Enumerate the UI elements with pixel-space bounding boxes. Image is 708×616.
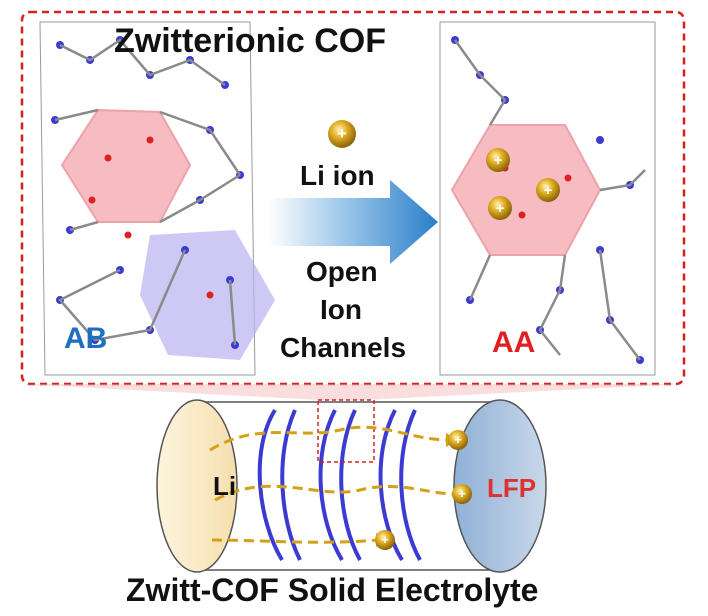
cell-li-ion: + bbox=[375, 530, 395, 550]
figure-title: Zwitterionic COF bbox=[114, 22, 386, 60]
ab-oxygen-atoms bbox=[88, 136, 214, 299]
zoom-connector bbox=[22, 384, 684, 400]
svg-text:+: + bbox=[381, 532, 389, 547]
cathode-label: LFP bbox=[487, 473, 537, 503]
channel-label-open: Open bbox=[306, 256, 378, 287]
svg-text:+: + bbox=[454, 432, 462, 447]
ab-framework-bonds bbox=[54, 38, 242, 346]
li-ion-legend: + bbox=[328, 120, 356, 148]
li-ion-label: Li ion bbox=[300, 160, 375, 191]
li-ion-symbol: + bbox=[337, 124, 347, 143]
ion-paths bbox=[209, 425, 459, 544]
aa-li-ion: + bbox=[536, 178, 560, 202]
cell-li-ion: + bbox=[448, 430, 468, 450]
aa-li-ion: + bbox=[486, 148, 510, 172]
zoom-box bbox=[317, 399, 375, 463]
svg-text:+: + bbox=[458, 486, 466, 501]
li-anode-disc bbox=[156, 399, 238, 573]
svg-text:+: + bbox=[544, 182, 553, 199]
transition-arrow bbox=[268, 180, 438, 264]
anode-label: Li bbox=[213, 471, 237, 501]
svg-text:+: + bbox=[494, 152, 503, 169]
ab-stacking-label: AB bbox=[64, 322, 108, 355]
aa-li-ion: + bbox=[488, 196, 512, 220]
cell-schematic bbox=[156, 399, 547, 573]
aa-stacking-label: AA bbox=[492, 326, 536, 359]
aa-framework-bonds bbox=[453, 39, 646, 361]
channel-label-channels: Channels bbox=[280, 332, 407, 363]
svg-text:+: + bbox=[496, 200, 505, 217]
lfp-cathode-disc bbox=[453, 399, 547, 573]
cell-li-ion: + bbox=[452, 484, 472, 504]
ab-stacking-lattice bbox=[39, 21, 275, 376]
figure-caption: Zwitt-COF Solid Electrolyte bbox=[126, 572, 539, 608]
channel-label-ion: Ion bbox=[320, 294, 362, 325]
aa-pore-hexagon bbox=[450, 124, 602, 256]
top-panel-frame bbox=[20, 10, 686, 386]
